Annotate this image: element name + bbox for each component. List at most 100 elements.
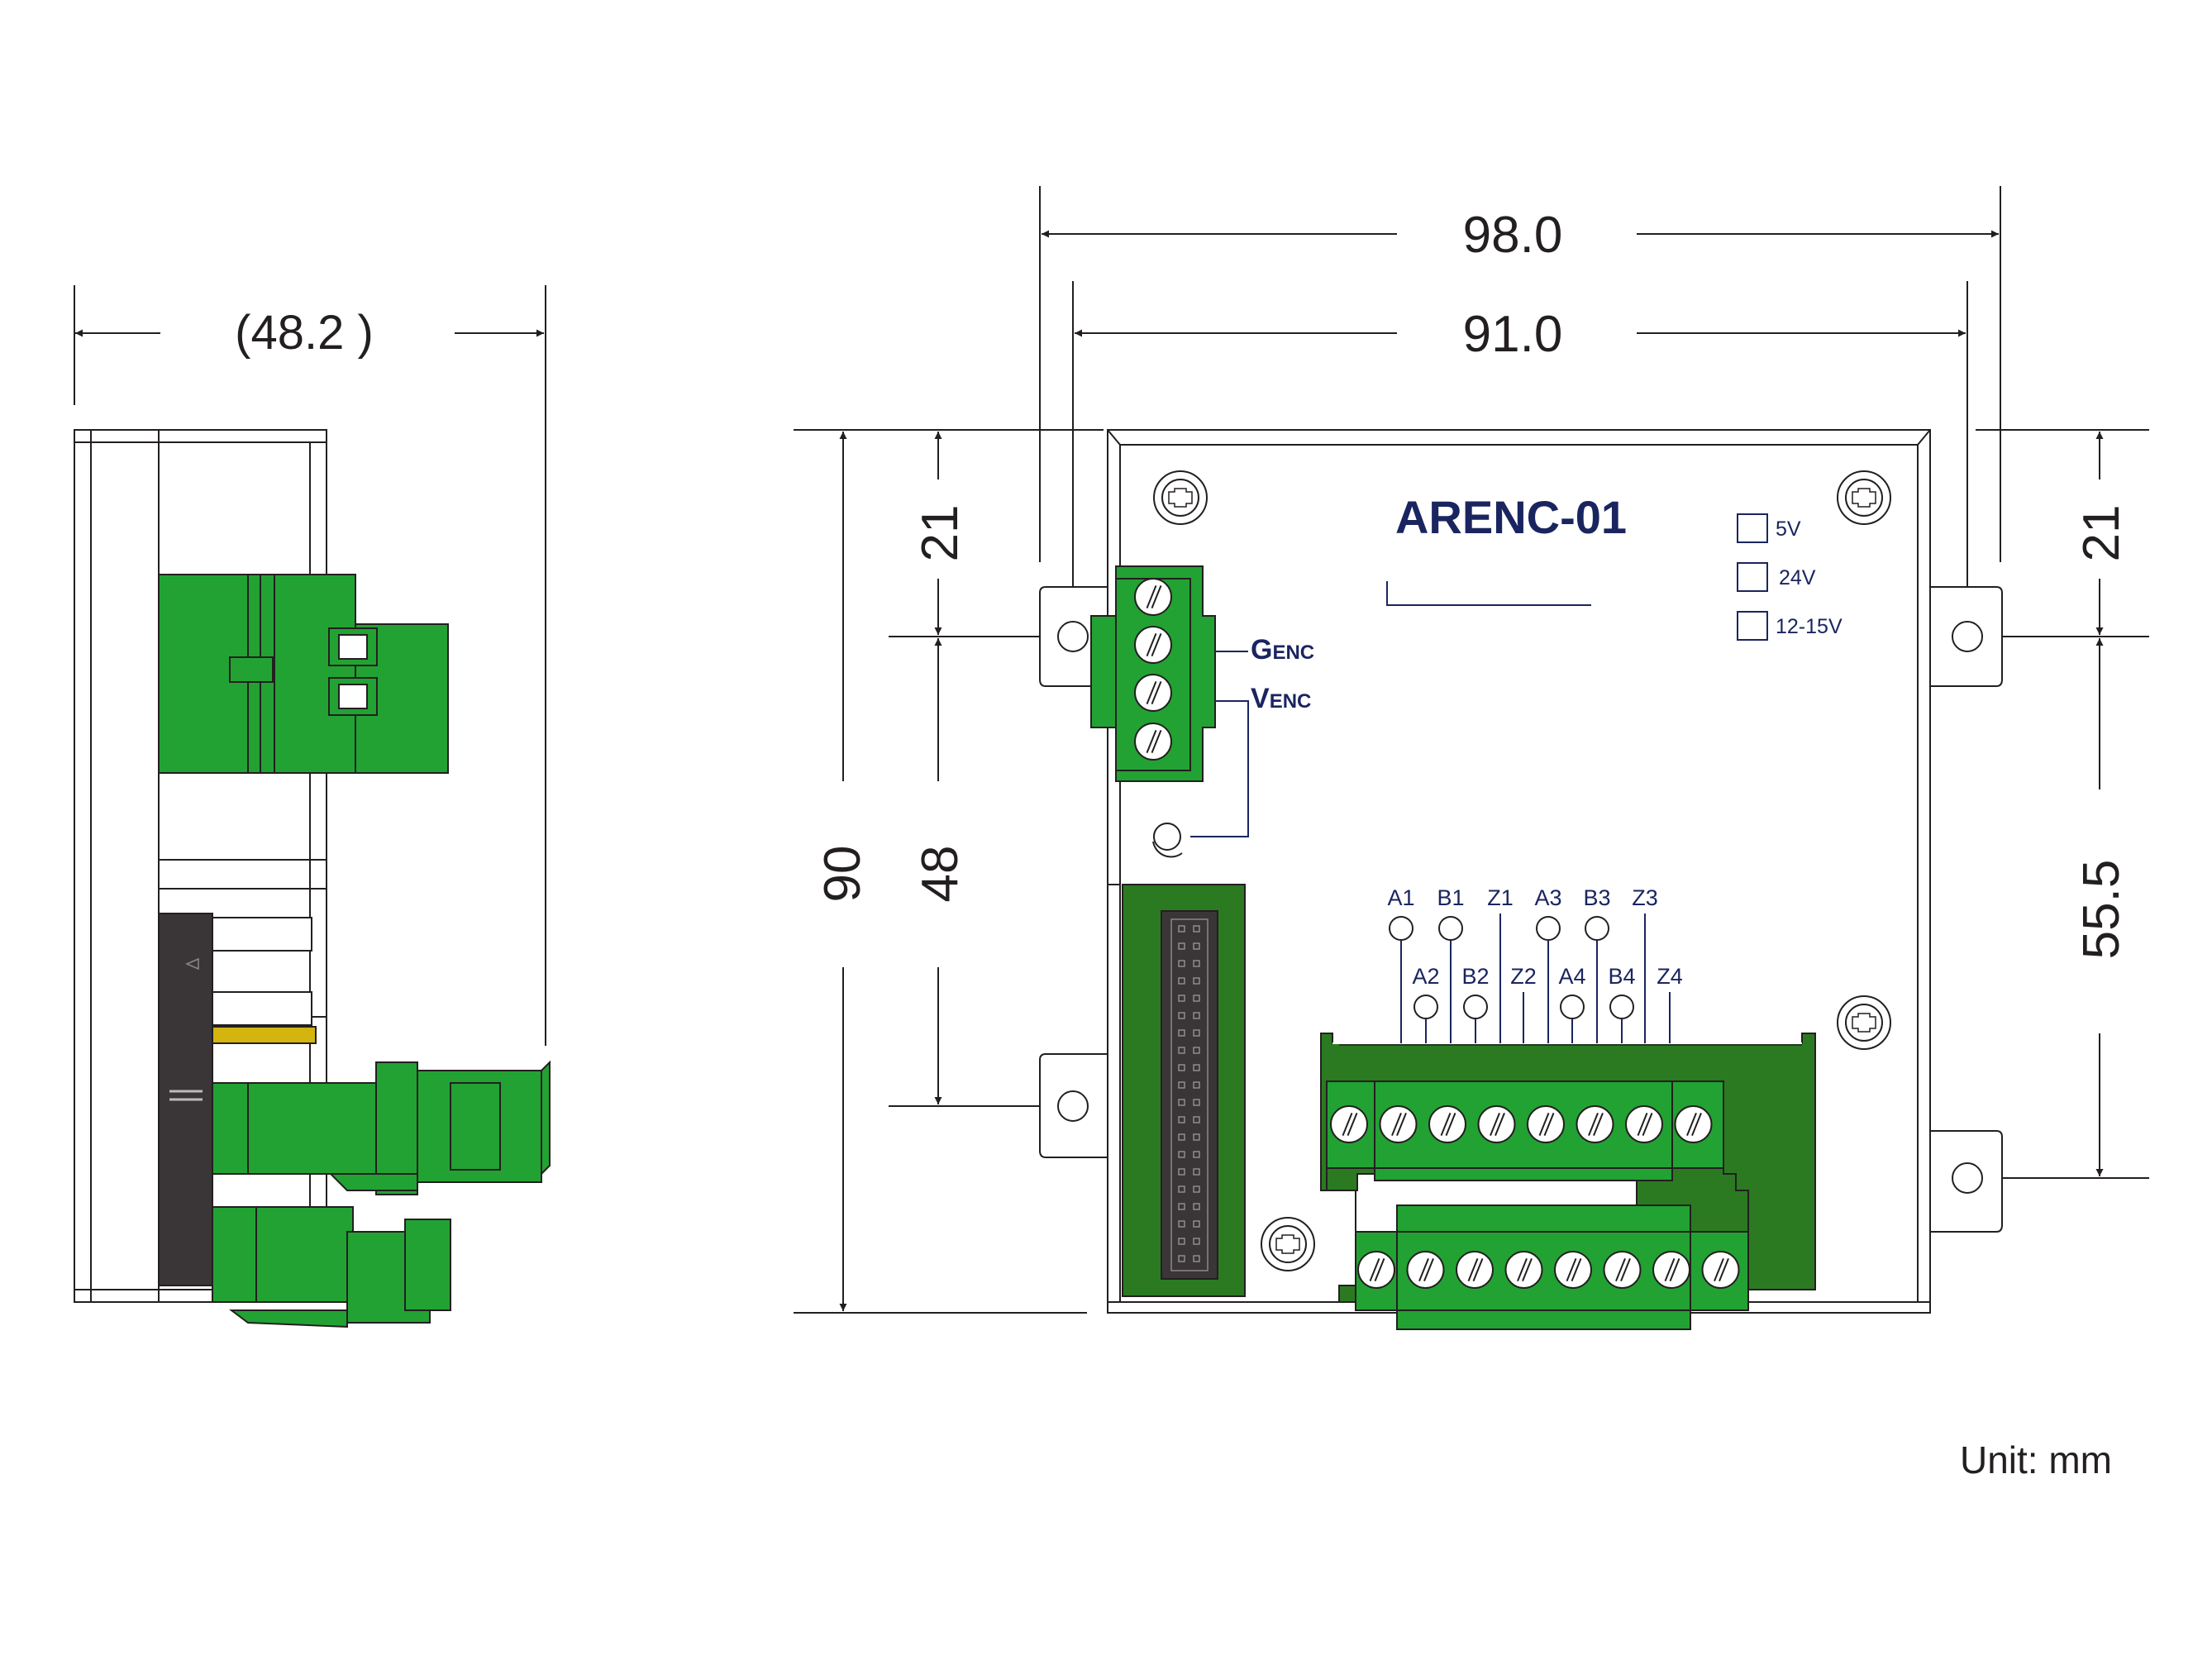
header-pin [1178, 1099, 1185, 1106]
header-pin [1178, 1029, 1185, 1037]
upper-terminal-screw [1330, 1105, 1368, 1143]
header-pin [1178, 1133, 1185, 1141]
upper-terminal-screw [1527, 1105, 1565, 1143]
test-point-label-a1: A1 [1387, 885, 1414, 910]
header-pin [1178, 1151, 1185, 1158]
header-pin [1193, 1220, 1200, 1228]
power-terminal-screws [1134, 578, 1172, 761]
header-pin [1193, 1012, 1200, 1019]
lower-terminal-screw [1652, 1251, 1690, 1289]
venc-test-point [1153, 823, 1181, 851]
upper-terminal-screw [1674, 1105, 1713, 1143]
test-point-label-b1: B1 [1437, 885, 1464, 910]
side-width-dimension: (48.2 ) [235, 306, 374, 360]
header-pin [1178, 942, 1185, 950]
header-pin [1193, 995, 1200, 1002]
power-terminal-screw [1134, 626, 1172, 664]
width-mount-dimension: 91.0 [1463, 306, 1563, 363]
header-pin [1193, 1133, 1200, 1141]
height-48-dimension: 48 [912, 846, 969, 903]
header-pin [1178, 995, 1185, 1002]
cover-screw-top-left [1153, 470, 1208, 525]
upper-terminal-screw [1428, 1105, 1466, 1143]
upper-terminal-screw [1576, 1105, 1614, 1143]
side-terminal-top [158, 574, 449, 774]
test-point-b3 [1585, 916, 1609, 941]
test-point-a2 [1413, 995, 1438, 1019]
lower-terminal-screw [1603, 1251, 1642, 1289]
header-pin [1193, 1255, 1200, 1262]
header-pin [1178, 1047, 1185, 1054]
test-point-label-z2: Z2 [1510, 964, 1537, 989]
header-pin [1193, 960, 1200, 967]
header-pin [1178, 1238, 1185, 1245]
voltage-checkbox-24v[interactable] [1737, 562, 1768, 592]
header-pin [1193, 925, 1200, 933]
lower-terminal-screw [1701, 1251, 1740, 1289]
test-point-a4 [1560, 995, 1585, 1019]
header-pin-grid [1178, 925, 1200, 1262]
header-pin [1193, 1185, 1200, 1193]
terminal-strip-upper [1326, 1080, 1724, 1181]
power-terminal-screw [1134, 723, 1172, 761]
header-pin [1178, 1203, 1185, 1210]
voltage-label-12-15v: 12-15V [1776, 615, 1843, 638]
voltage-label-24v: 24V [1779, 566, 1816, 589]
power-terminal-screw [1134, 674, 1172, 712]
header-pin [1193, 1029, 1200, 1037]
test-point-b4 [1609, 995, 1634, 1019]
unit-label: Unit: mm [1960, 1438, 2112, 1481]
header-pin [1178, 960, 1185, 967]
test-point-label-b4: B4 [1608, 964, 1635, 989]
test-point-label-a4: A4 [1558, 964, 1585, 989]
test-point-label-b2: B2 [1461, 964, 1489, 989]
header-pin [1178, 1185, 1185, 1193]
upper-terminal-screws [1330, 1105, 1713, 1143]
cover-screw-right [1837, 995, 1891, 1050]
height-total-dimension: 90 [814, 846, 871, 903]
header-pin [1178, 1116, 1185, 1123]
test-point-label-z3: Z3 [1632, 885, 1658, 910]
side-view [74, 285, 551, 1328]
test-point-a1 [1389, 916, 1413, 941]
header-pin [1193, 1064, 1200, 1071]
header-pin [1193, 1151, 1200, 1158]
test-point-label-z1: Z1 [1487, 885, 1514, 910]
lower-terminal-screws [1357, 1251, 1740, 1289]
header-pin [1193, 1116, 1200, 1123]
upper-terminal-screw [1477, 1105, 1516, 1143]
upper-terminal-screw [1379, 1105, 1418, 1143]
header-pin [1193, 1203, 1200, 1210]
header-pin [1193, 977, 1200, 985]
header-pin [1178, 1168, 1185, 1176]
top-21-right-dimension: 21 [2073, 505, 2130, 562]
header-pin [1193, 1047, 1200, 1054]
mount-ear-top-right [1925, 586, 2003, 687]
header-pin [1193, 942, 1200, 950]
header-pin [1178, 977, 1185, 985]
voltage-checkbox-12-15v[interactable] [1737, 611, 1768, 641]
test-point-b2 [1463, 995, 1488, 1019]
lower-terminal-screw [1554, 1251, 1592, 1289]
genc-label: GENC [1251, 634, 1314, 665]
test-point-label-a3: A3 [1534, 885, 1561, 910]
cover-screw-bottom [1261, 1217, 1315, 1271]
side-terminal-bottom [212, 1060, 551, 1328]
width-overall-dimension: 98.0 [1463, 207, 1563, 264]
test-point-a3 [1536, 916, 1561, 941]
upper-terminal-screw [1625, 1105, 1663, 1143]
lower-terminal-screw [1504, 1251, 1543, 1289]
header-pin [1193, 1081, 1200, 1089]
header-pin [1193, 1238, 1200, 1245]
power-terminal-screw [1134, 578, 1172, 616]
venc-label: VENC [1251, 683, 1311, 714]
mount-ear-bottom-right [1925, 1130, 2003, 1233]
height-55-5-dimension: 55.5 [2073, 860, 2130, 960]
test-point-b1 [1438, 916, 1463, 941]
test-point-label-a2: A2 [1412, 964, 1439, 989]
lower-terminal-screw [1406, 1251, 1445, 1289]
voltage-checkbox-5v[interactable] [1737, 513, 1768, 543]
lower-terminal-screw [1357, 1251, 1395, 1289]
